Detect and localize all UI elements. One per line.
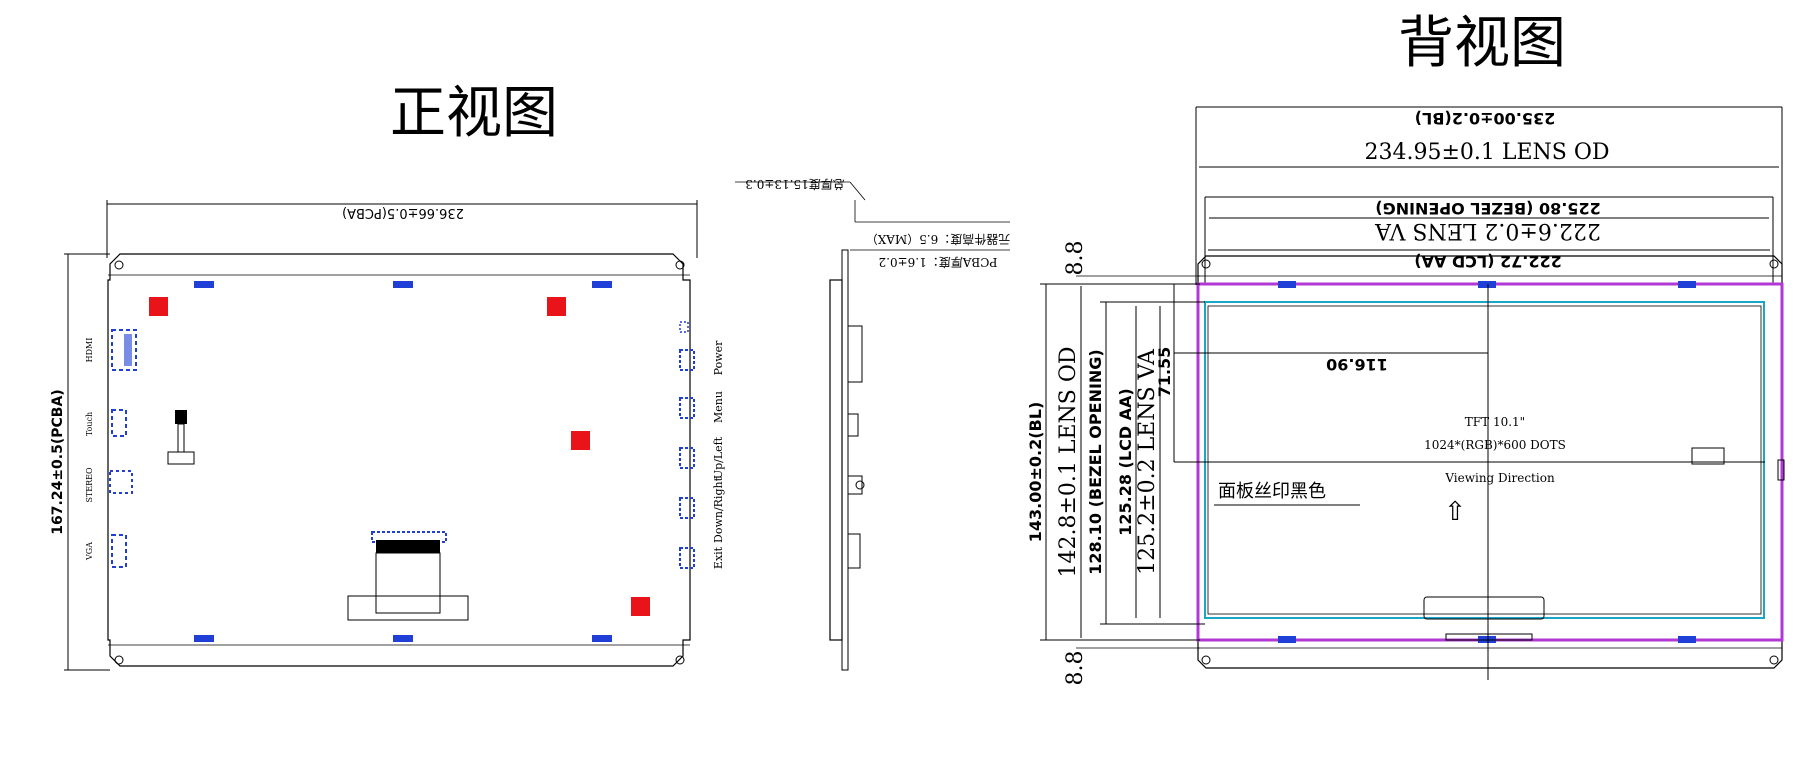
blue-tab bbox=[1278, 281, 1296, 288]
port-label-hdmi: HDMI bbox=[85, 338, 94, 363]
panel-cutout bbox=[1691, 447, 1725, 465]
pcba-width-dimension: 236.66±0.5(PCBA) bbox=[342, 205, 464, 220]
button-label-up: Up/Left bbox=[712, 436, 725, 479]
lens-va-height-dim: 125.2±0.2 LENS VA bbox=[1135, 348, 1160, 575]
red-marker bbox=[631, 597, 650, 616]
front-view-title: 正视图 bbox=[390, 81, 558, 146]
blue-tab bbox=[1678, 636, 1696, 643]
side-component bbox=[847, 325, 863, 383]
side-component bbox=[847, 475, 863, 495]
back-mount-hole-tr bbox=[1769, 259, 1779, 269]
button-pad-exit bbox=[679, 547, 695, 569]
tft-size-label: TFT 10.1" bbox=[1465, 415, 1525, 429]
fpc-exit bbox=[1445, 633, 1533, 641]
port-label-vga: VGA bbox=[85, 542, 94, 561]
bezel-opening-height-dim: 128.10 (BEZEL OPENING) bbox=[1086, 349, 1105, 574]
panel-silkscreen-note: 面板丝印黑色 bbox=[1218, 481, 1326, 502]
back-view: 背视图 235.00±0.2(BL) 234.95±0.1 LENS OD 22… bbox=[1026, 11, 1785, 686]
hdmi-port bbox=[111, 329, 137, 371]
front-view: 正视图 236.66±0.5(PCBA) 167.24±0.5(PCBA) bbox=[50, 81, 725, 671]
lens-va-width-dim: 222.6±0.2 LENS VA bbox=[1374, 218, 1601, 243]
lcd-aa-outline bbox=[1207, 305, 1762, 615]
button-pad-power bbox=[679, 349, 695, 371]
mount-hole-br bbox=[675, 655, 685, 665]
blue-tab bbox=[1678, 281, 1696, 288]
back-view-title: 背视图 bbox=[1398, 11, 1566, 76]
port-label-stereo: STEREO bbox=[85, 467, 94, 503]
side-pcb bbox=[841, 249, 849, 671]
button-label-menu: Menu bbox=[712, 391, 725, 423]
back-mount-hole-bl bbox=[1201, 655, 1211, 665]
side-tab bbox=[1777, 459, 1785, 481]
small-pad bbox=[679, 321, 689, 333]
touch-port bbox=[111, 409, 127, 437]
bottom-margin-dim: 8.8 bbox=[1063, 651, 1088, 686]
port-label-touch: Touch bbox=[85, 412, 94, 436]
fpc-connector bbox=[347, 531, 469, 621]
button-label-exit: Exit bbox=[712, 546, 725, 569]
viewing-direction-label: Viewing Direction bbox=[1444, 471, 1555, 485]
bezel-opening-width-dim: 225.80 (BEZEL OPENING) bbox=[1375, 199, 1600, 218]
button-pad-up bbox=[679, 447, 695, 469]
lcd-aa-width-dim: 222.72 (LCD AA) bbox=[1414, 252, 1562, 271]
lens-od-width-dim: 234.95±0.1 LENS OD bbox=[1364, 140, 1609, 165]
blue-tab bbox=[1478, 281, 1496, 288]
side-component bbox=[847, 533, 861, 569]
lcd-aa-height-dim: 125.28 (LCD AA) bbox=[1116, 388, 1135, 536]
total-thickness-label: 总厚度15.13±0.3 bbox=[745, 177, 845, 192]
blue-tab bbox=[592, 635, 612, 642]
side-view: 总厚度15.13±0.3 元器件高度：6.5（MAX） PCBA厚度：1.6±0… bbox=[735, 177, 1011, 671]
lens-od-height-dim: 142.8±0.1 LENS OD bbox=[1056, 346, 1081, 577]
side-component bbox=[847, 413, 859, 437]
blue-tab bbox=[194, 281, 214, 288]
stereo-port bbox=[109, 470, 133, 494]
resolution-label: 1024*(RGB)*600 DOTS bbox=[1424, 438, 1566, 452]
pcba-outline bbox=[107, 253, 691, 667]
bl-width-dim: 235.00±0.2(BL) bbox=[1415, 109, 1556, 128]
blue-tab bbox=[393, 281, 413, 288]
bl-height-dim: 143.00±0.2(BL) bbox=[1026, 402, 1045, 543]
panel-cutout bbox=[1423, 596, 1545, 620]
side-panel bbox=[829, 279, 843, 641]
small-connector bbox=[167, 410, 195, 465]
blue-tab bbox=[1278, 636, 1296, 643]
top-margin-dim: 8.8 bbox=[1063, 241, 1088, 276]
center-width-dim: 116.90 bbox=[1326, 355, 1388, 374]
mount-hole-tl bbox=[114, 260, 124, 270]
red-marker bbox=[571, 431, 590, 450]
component-height-label: 元器件高度：6.5（MAX） bbox=[866, 232, 1011, 247]
side-button bbox=[855, 480, 865, 490]
button-label-power: Power bbox=[712, 340, 725, 376]
red-marker bbox=[547, 297, 566, 316]
viewing-direction-arrow-icon: ⇧ bbox=[1444, 497, 1466, 527]
red-marker bbox=[149, 297, 168, 316]
mount-hole-bl bbox=[114, 655, 124, 665]
button-pad-down bbox=[679, 497, 695, 519]
mount-hole-tr bbox=[675, 260, 685, 270]
back-mount-hole-tl bbox=[1201, 259, 1211, 269]
vga-port bbox=[111, 534, 127, 568]
button-label-down: Down/Right bbox=[712, 476, 725, 543]
back-mount-hole-br bbox=[1769, 655, 1779, 665]
pcba-thickness-label: PCBA厚度：1.6±0.2 bbox=[879, 255, 998, 270]
button-pad-menu bbox=[679, 397, 695, 419]
blue-tab bbox=[194, 635, 214, 642]
pcba-height-dimension: 167.24±0.5(PCBA) bbox=[50, 389, 66, 534]
blue-tab bbox=[592, 281, 612, 288]
blue-tab bbox=[393, 635, 413, 642]
lcd-va-outline bbox=[1204, 301, 1765, 619]
